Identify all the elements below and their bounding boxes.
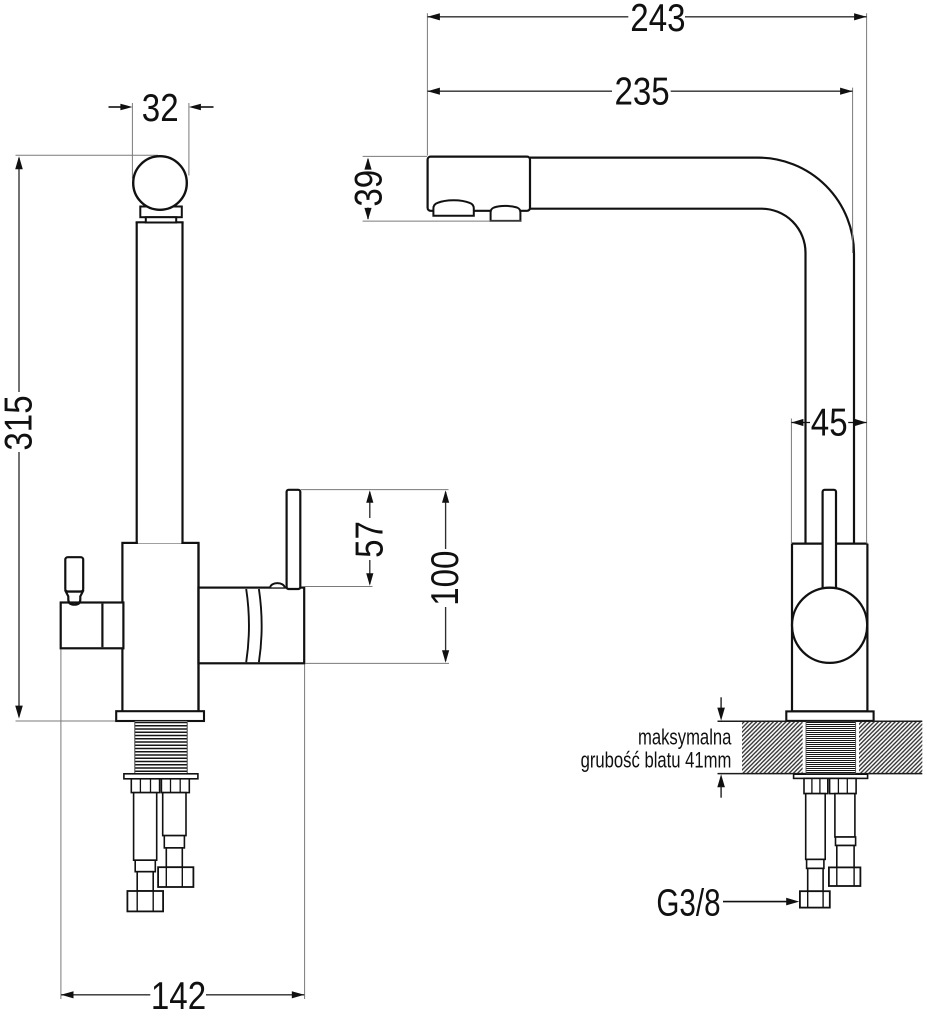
svg-text:235: 235	[614, 70, 669, 113]
svg-text:142: 142	[151, 975, 206, 1018]
svg-text:grubość blatu 41mm: grubość blatu 41mm	[581, 748, 732, 773]
svg-text:39: 39	[347, 170, 390, 207]
svg-text:G3/8: G3/8	[656, 882, 720, 924]
svg-text:45: 45	[811, 401, 848, 444]
svg-text:32: 32	[142, 87, 179, 130]
svg-text:maksymalna: maksymalna	[638, 725, 731, 750]
svg-text:57: 57	[348, 521, 391, 558]
svg-text:315: 315	[0, 395, 40, 450]
svg-text:243: 243	[630, 0, 685, 40]
svg-text:100: 100	[424, 551, 467, 606]
